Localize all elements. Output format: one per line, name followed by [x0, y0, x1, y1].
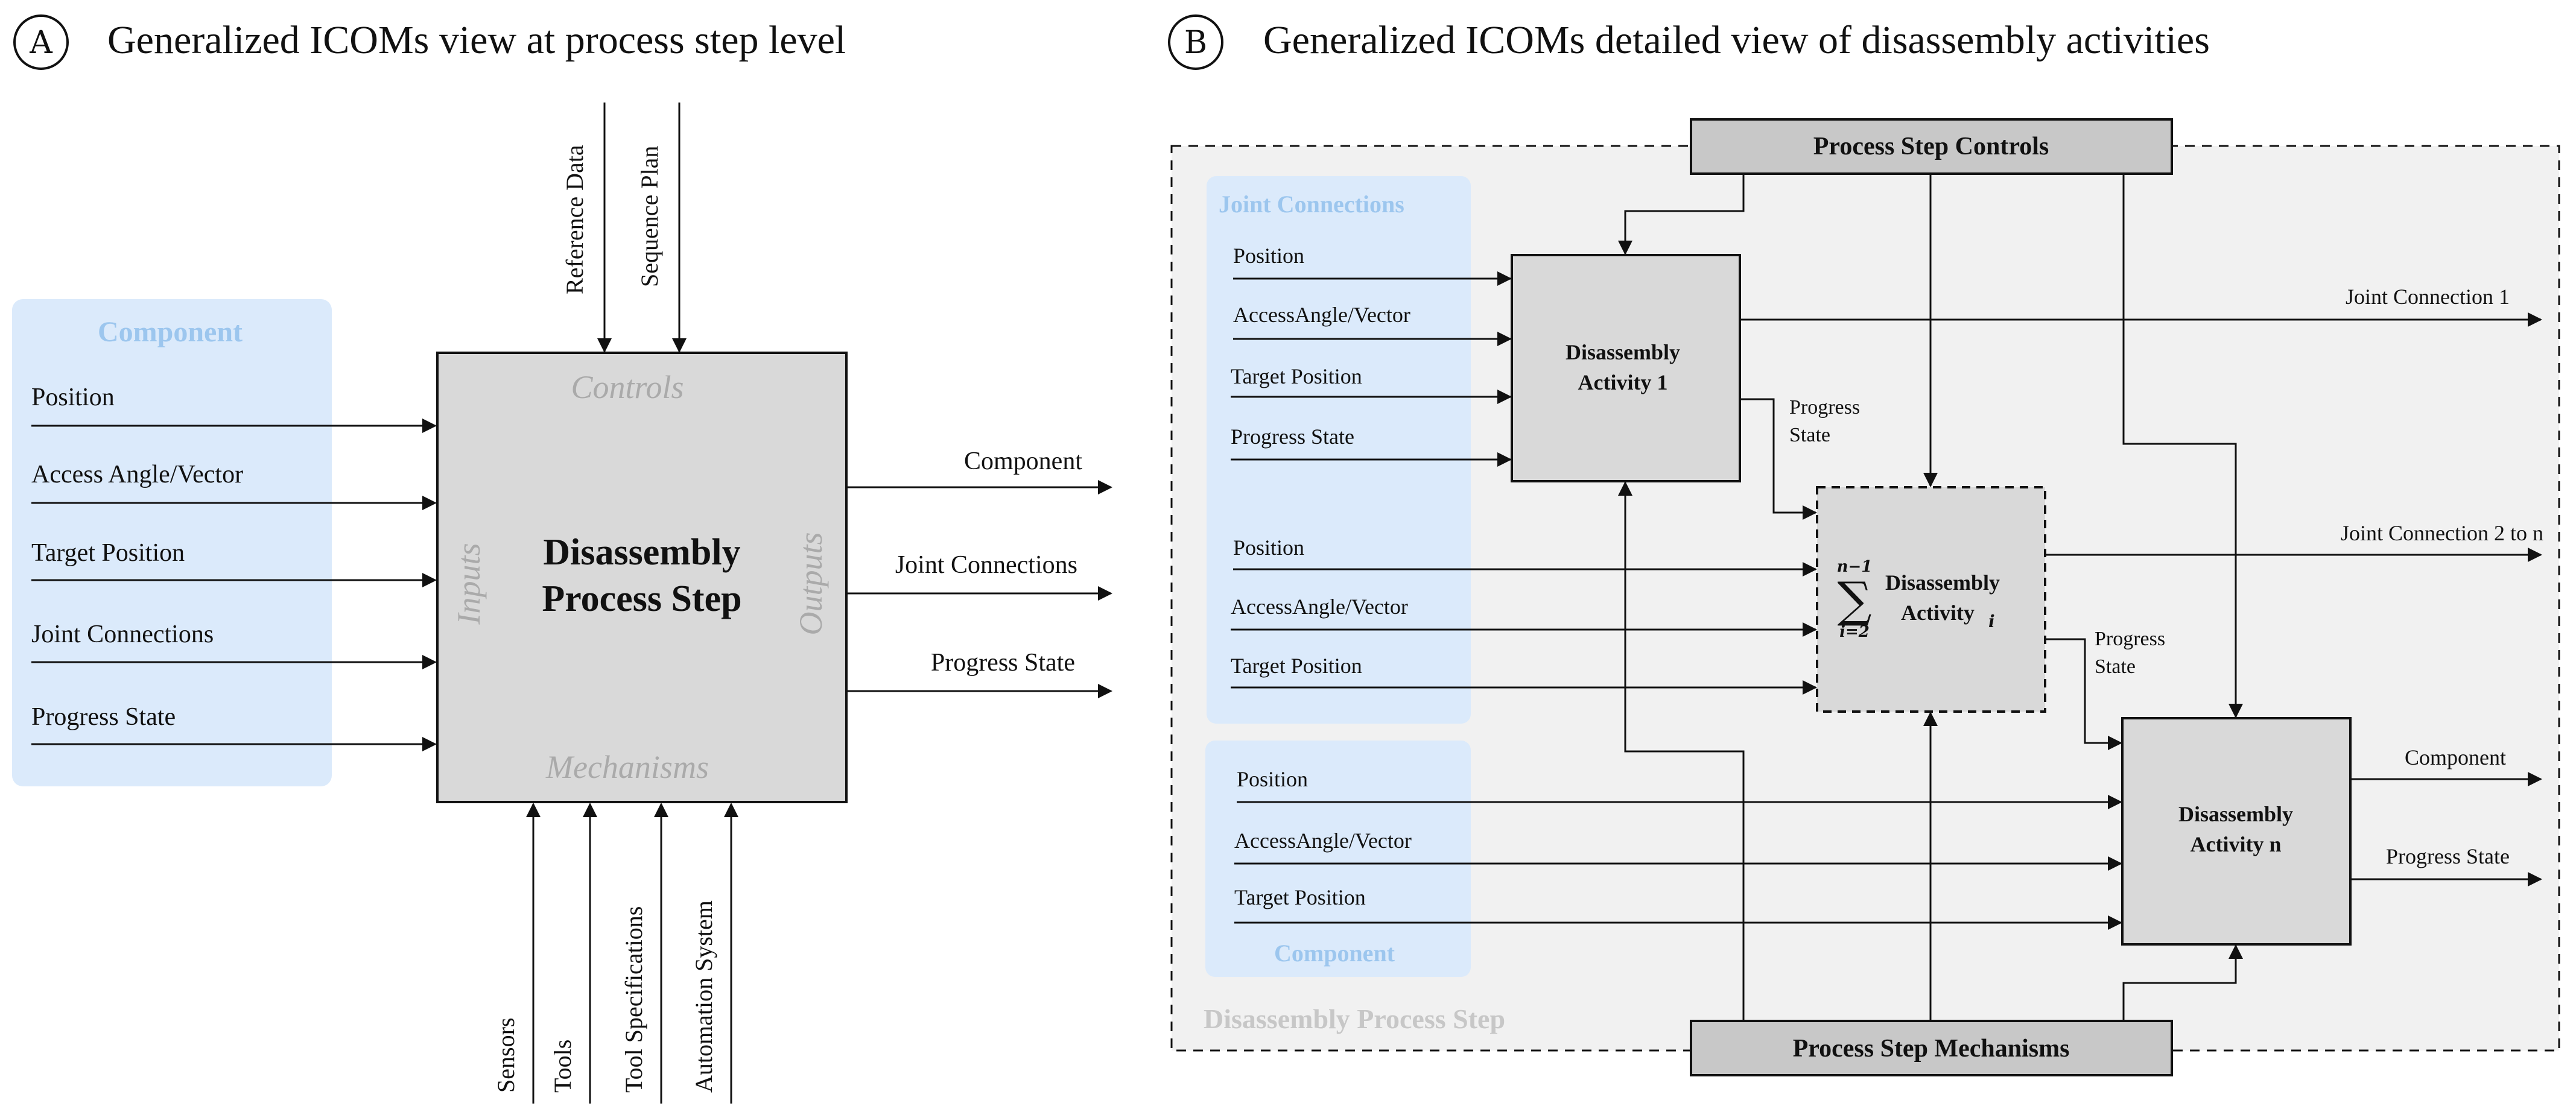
component-output-label: Component [2405, 745, 2506, 769]
activity-n-box [2121, 717, 2352, 946]
activity-i-box [1816, 486, 2046, 713]
a-mechanism-label-2: Tool Specifications [620, 906, 647, 1093]
joint-connection-2n-label: Joint Connection 2 to n [2341, 521, 2543, 545]
a-input-label-1: Access Angle/Vector [31, 461, 243, 488]
process-step-mechanisms-label: Process Step Mechanisms [1793, 1035, 2070, 1063]
a-control-label-1: Sequence Plan [636, 146, 663, 287]
b-g3-label-1: AccessAngle/Vector [1234, 829, 1412, 853]
progress-state-1-line2: State [1789, 424, 1830, 446]
a-input-label-2: Target Position [31, 539, 185, 567]
frame-label: Disassembly Process Step [1204, 1003, 1505, 1034]
process-step-controls-box [1690, 118, 2173, 175]
activity-n-line2: Activity n [2191, 832, 2282, 856]
b-progress-flows [1741, 398, 2122, 750]
process-step-mechanisms-box [1690, 1020, 2173, 1076]
panel-a-title: Generalized ICOMs view at process step l… [107, 18, 846, 62]
a-input-label-0: Position [31, 384, 115, 411]
activity-1-box [1511, 254, 1741, 482]
b-mechanism-flows [1618, 481, 2243, 1020]
progress-state-output-label: Progress State [2386, 844, 2510, 868]
activity-n-line1: Disassembly [2178, 802, 2293, 826]
process-step-controls-label: Process Step Controls [1813, 133, 2049, 160]
activity-1-line1: Disassembly [1566, 340, 1680, 364]
b-g2-label-1: AccessAngle/Vector [1231, 595, 1408, 619]
a-output-arrows [848, 480, 1112, 698]
box-mechanisms-label: Mechanisms [545, 749, 709, 785]
a-input-arrows [31, 419, 437, 751]
progress-state-1-line1: Progress [1789, 396, 1860, 419]
panel-a: A Generalized ICOMs view at process step… [12, 14, 1112, 1104]
panel-b: B Generalized ICOMs detailed view of dis… [1168, 14, 2560, 1076]
b-control-flows [1618, 175, 2243, 718]
box-title-line2: Process Step [542, 578, 741, 619]
a-output-label-0: Component [964, 447, 1082, 475]
panel-b-badge-circle [1168, 14, 1223, 70]
b-g1-label-3: Progress State [1231, 425, 1354, 449]
activity-i-subscript: i [1988, 611, 1995, 631]
component-panel-label: Component [98, 316, 243, 348]
b-g1-arrows [1231, 271, 1512, 467]
progress-i-to-activity-n [2046, 638, 2122, 750]
box-controls-label: Controls [571, 369, 684, 405]
box-inputs-label: Inputs [451, 543, 487, 625]
disassembly-process-step-box [436, 352, 848, 803]
activity-i-sum-bottom: i=2 [1839, 623, 1870, 641]
a-input-label-4: Progress State [31, 703, 176, 731]
joint-connections-panel-label: Joint Connections [1219, 191, 1404, 218]
joint-connections-panel [1207, 176, 1471, 724]
box-title-line1: Disassembly [543, 532, 740, 573]
control-to-activity-1 [1618, 175, 1745, 255]
progress-1-to-activity-i [1741, 398, 1817, 520]
component-input-panel [12, 299, 332, 786]
activity-i-line2: Activity [1901, 601, 1975, 625]
panel-b-title: Generalized ICOMs detailed view of disas… [1263, 18, 2210, 62]
activity-i-sigma: ∑ [1837, 572, 1871, 628]
b-g3-arrows [1234, 795, 2122, 930]
a-control-label-0: Reference Data [561, 145, 588, 294]
b-g2-label-2: Target Position [1231, 654, 1362, 678]
a-mechanism-label-0: Sensors [492, 1018, 519, 1093]
a-output-label-1: Joint Connections [895, 551, 1077, 579]
panel-a-badge-circle [13, 14, 69, 70]
b-output-arrows [1741, 312, 2542, 886]
activity-1-line2: Activity 1 [1578, 370, 1668, 394]
a-mechanism-label-3: Automation System [690, 900, 717, 1093]
a-output-label-2: Progress State [931, 649, 1075, 677]
panel-b-badge: B [1184, 25, 1207, 61]
progress-state-2-line1: Progress [2095, 628, 2165, 650]
panel-a-badge: A [29, 25, 53, 61]
b-g1-label-2: Target Position [1231, 364, 1362, 388]
b-g1-label-0: Position [1233, 244, 1304, 268]
progress-state-2-line2: State [2095, 656, 2136, 678]
a-mechanism-label-1: Tools [549, 1040, 576, 1093]
a-mechanism-arrows [526, 803, 738, 1104]
activity-i-line1: Disassembly [1885, 570, 2000, 595]
b-g3-label-0: Position [1237, 767, 1308, 791]
component-panel-label-b: Component [1274, 940, 1395, 967]
b-g2-arrows [1231, 562, 1817, 695]
b-g1-label-1: AccessAngle/Vector [1233, 303, 1410, 327]
mechanism-to-activity-n [2122, 944, 2243, 1020]
component-panel [1205, 741, 1471, 977]
activity-i-sum-top: n−1 [1837, 558, 1873, 576]
control-to-activity-n [2122, 175, 2243, 718]
b-g2-label-0: Position [1233, 535, 1304, 560]
joint-connection-1-label: Joint Connection 1 [2346, 285, 2510, 309]
box-outputs-label: Outputs [793, 532, 829, 635]
mechanism-to-activity-1 [1618, 481, 1745, 1020]
a-control-arrows [597, 103, 687, 353]
b-g3-label-2: Target Position [1234, 885, 1366, 909]
a-input-label-3: Joint Connections [31, 621, 214, 648]
